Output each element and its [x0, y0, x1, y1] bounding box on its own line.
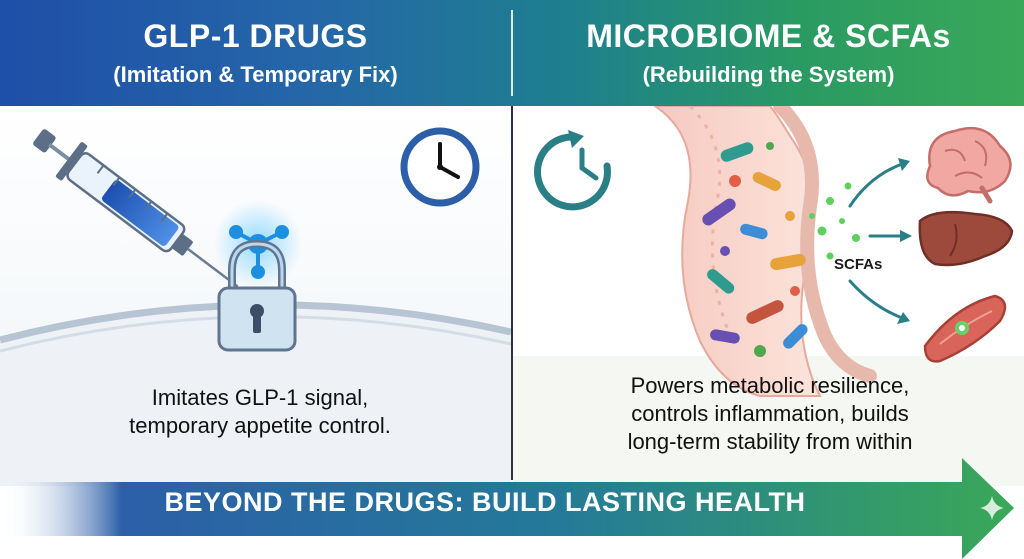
muscle-icon: [923, 294, 1007, 363]
bottom-banner-arrow: [0, 458, 1014, 559]
padlock-icon: [217, 239, 297, 352]
panel-divider: [511, 106, 513, 480]
banner-text: BEYOND THE DRUGS: BUILD LASTING HEALTH: [164, 487, 806, 517]
liver-icon: [918, 210, 1014, 267]
right-description-line-1: Powers metabolic resilience,: [630, 373, 910, 398]
left-description: Imitates GLP-1 signal, temporary appetit…: [60, 384, 460, 440]
right-description-line-3: long-term stability from within: [627, 429, 913, 454]
scfa-particles: [809, 182, 860, 260]
brain-icon: [926, 126, 1012, 204]
right-description: Powers metabolic resilience, controls in…: [520, 372, 1020, 456]
scfa-label: SCFAs: [834, 256, 883, 273]
header-divider: [511, 10, 513, 96]
right-title: MICROBIOME & SCFAs: [586, 18, 951, 54]
left-description-line-1: Imitates GLP-1 signal,: [151, 385, 369, 410]
gut-bacteria-icon: [653, 106, 877, 397]
cycle-clock-icon: [533, 130, 611, 211]
syringe-icon: [33, 129, 239, 288]
illustration-area: [0, 106, 1024, 486]
scfa-arrows: [848, 162, 904, 320]
left-title: GLP-1 DRUGS: [143, 18, 368, 54]
left-subtitle: (Imitation & Temporary Fix): [113, 62, 398, 87]
right-subtitle: (Rebuilding the System): [642, 62, 895, 87]
left-description-line-2: temporary appetite control.: [129, 413, 391, 438]
right-description-line-2: controls inflammation, builds: [631, 401, 909, 426]
clock-icon: [400, 127, 480, 207]
